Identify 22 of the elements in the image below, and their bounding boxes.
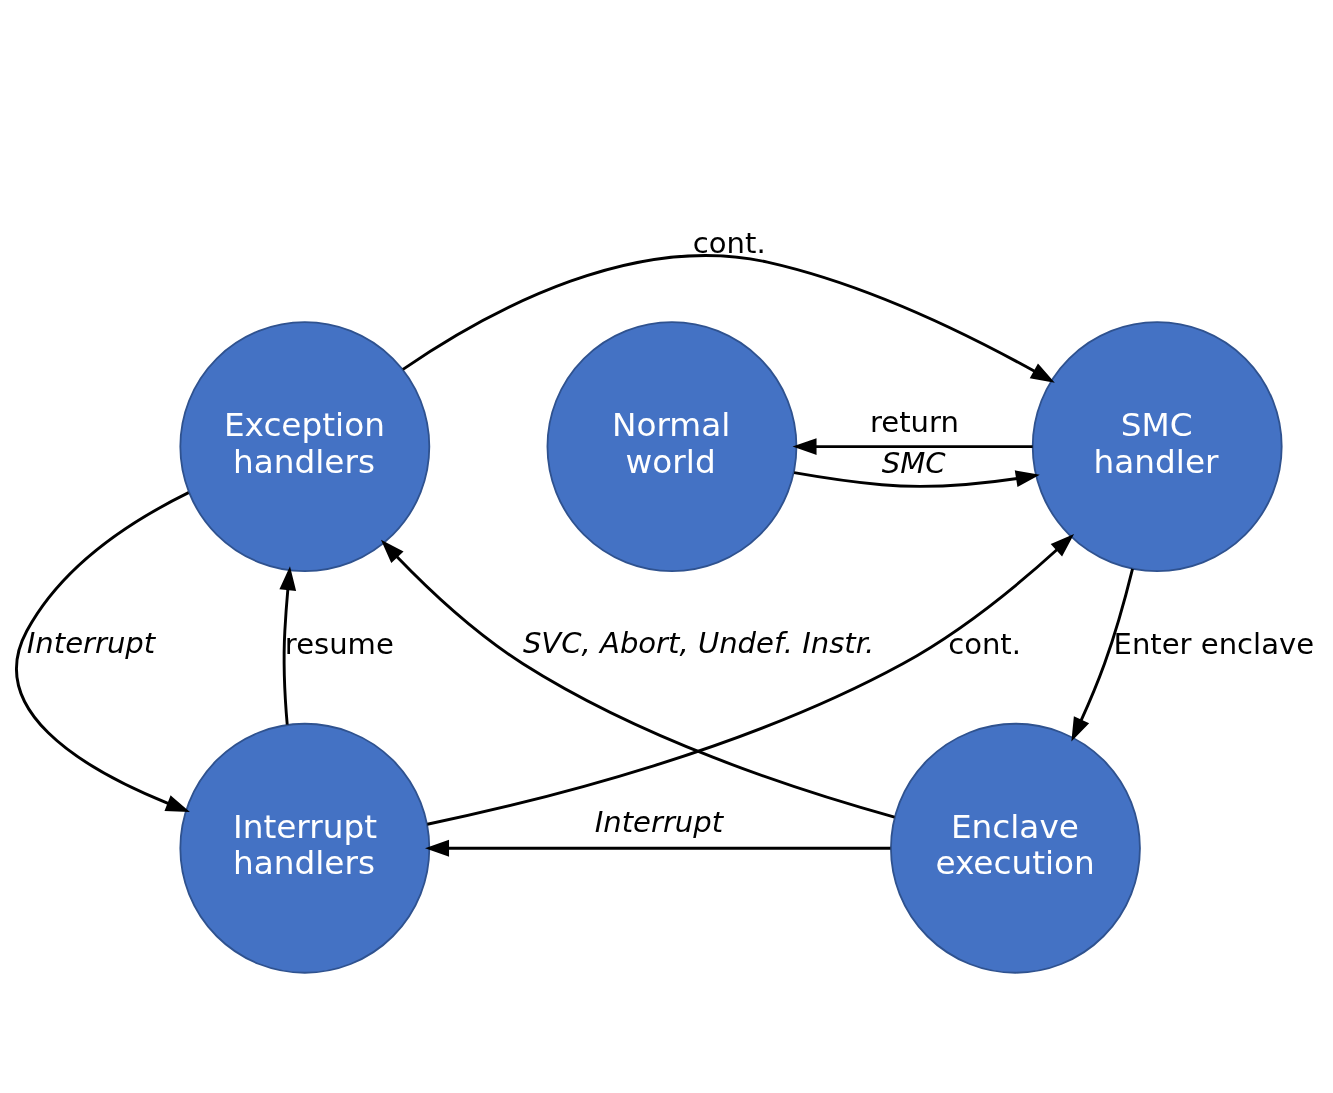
- edge-label: SMC: [881, 445, 946, 480]
- edge-label: resume: [284, 626, 394, 661]
- node-circle: Normal world: [546, 320, 798, 572]
- edge-label: Enter enclave: [1113, 626, 1315, 661]
- arrow: [793, 469, 1040, 488]
- arrow: [279, 565, 297, 725]
- node-circle: Enclave execution: [890, 722, 1141, 974]
- edge-label: Interrupt: [594, 804, 724, 839]
- arrow: [15, 490, 190, 812]
- edge-label: cont.: [692, 225, 766, 260]
- edge-label: SVC, Abort, Undef. Instr.: [522, 625, 875, 659]
- node-circle: Interrupt handlers: [179, 722, 431, 974]
- arrow: [380, 539, 895, 818]
- edge-label: Interrupt: [26, 625, 156, 659]
- node-circle: Exception handlers: [179, 320, 431, 572]
- edge-label: return: [870, 404, 959, 439]
- arrow: [792, 437, 1033, 455]
- edge-label: cont.: [948, 626, 1021, 661]
- arrow: [402, 253, 1055, 383]
- arrow: [425, 839, 891, 857]
- arrow: [1071, 567, 1134, 741]
- arrow: [427, 533, 1075, 826]
